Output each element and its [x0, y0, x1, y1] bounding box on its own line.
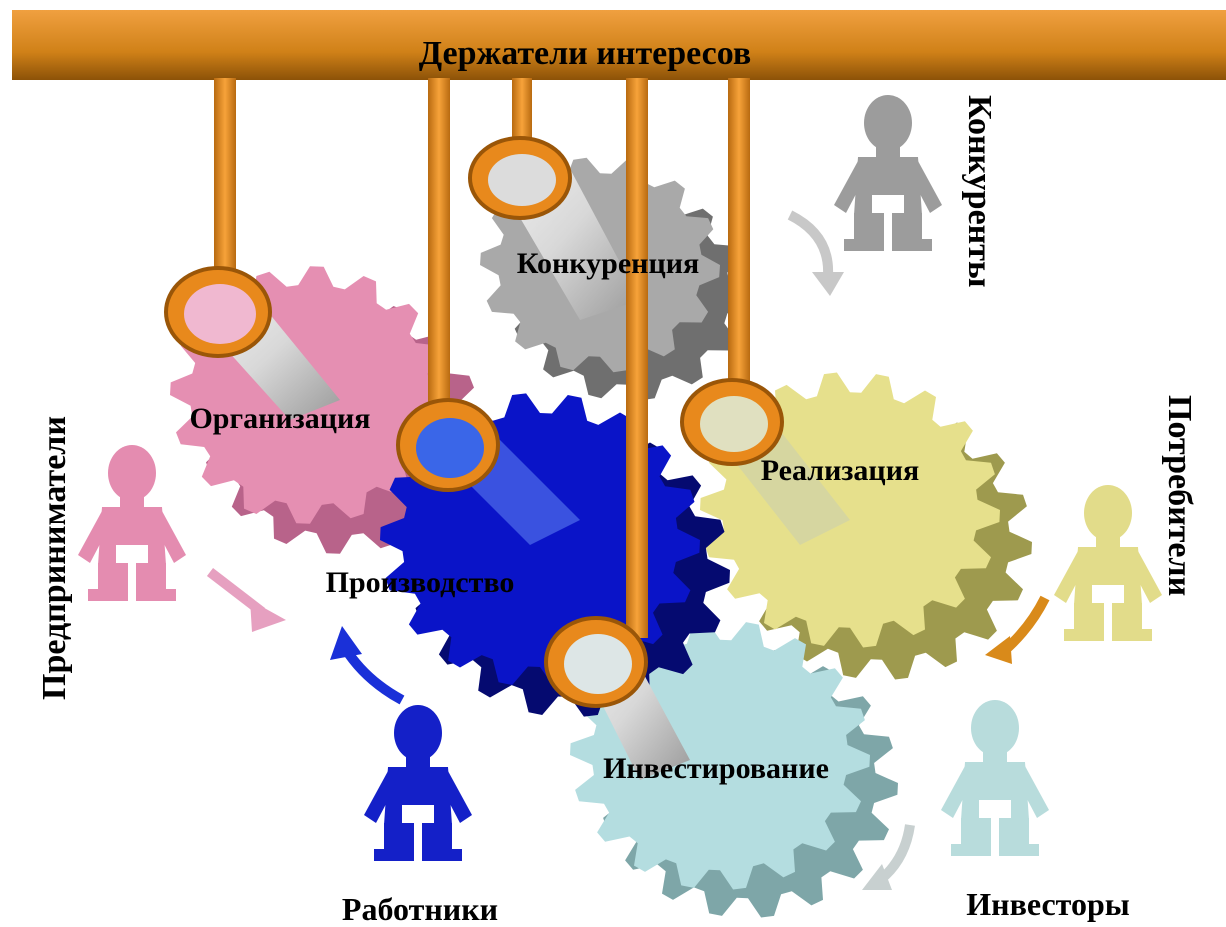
connector-rods [214, 78, 750, 638]
ring-investment [544, 616, 648, 708]
ring-production [396, 398, 500, 492]
arrow-entrepreneurs [206, 568, 286, 632]
investment-label: Инвестирование [603, 752, 829, 785]
stakeholders-bar [12, 10, 1226, 80]
competitors-label: Конкуренты [961, 95, 998, 288]
header-title: Держатели интересов [419, 35, 752, 72]
ring-organization [164, 266, 272, 358]
investors-label: Инвесторы [966, 886, 1130, 922]
organization-label: Организация [189, 402, 370, 435]
production-label: Производство [326, 566, 515, 599]
consumers-label: Потребители [1161, 395, 1198, 597]
arrow-workers [330, 626, 405, 705]
ring-realization [680, 378, 784, 466]
competitors-figure [834, 95, 942, 251]
realization-label: Реализация [761, 454, 919, 487]
arrow-consumers [985, 595, 1050, 664]
consumers-figure [1054, 485, 1162, 641]
arrow-competitors [787, 210, 844, 296]
competition-label: Конкуренция [517, 247, 700, 280]
entrepreneurs-figure [78, 445, 186, 601]
workers-label: Работники [342, 891, 498, 927]
investors-figure [941, 700, 1049, 856]
entrepreneurs-label: Предприниматели [36, 416, 73, 700]
ring-competition [468, 136, 572, 220]
arrow-investors [862, 824, 915, 890]
axle-rings [164, 136, 784, 708]
workers-figure [364, 705, 472, 861]
